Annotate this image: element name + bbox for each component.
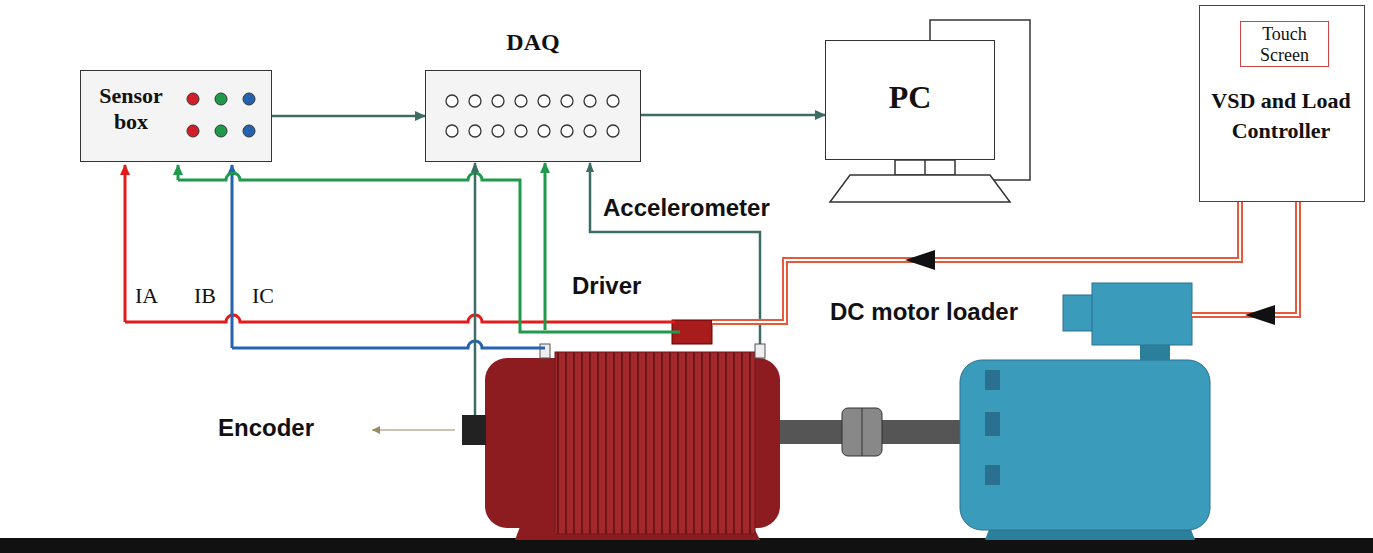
part-label: Driver	[572, 272, 641, 300]
node-label: VSD and Load Controller	[1206, 86, 1356, 145]
node-label: PC	[826, 79, 994, 116]
daq-box: DAQ	[425, 70, 641, 162]
node-label: Sensor box	[91, 83, 171, 136]
part-label: Encoder	[218, 414, 314, 442]
part-label: Accelerometer	[603, 194, 770, 222]
controller-box: VSD and Load Controller Touch Screen	[1199, 5, 1365, 202]
current-label: IC	[252, 283, 274, 309]
node-label: Touch Screen	[1241, 24, 1328, 65]
sensor-box: Sensor box	[80, 70, 272, 162]
signal-arrow	[641, 114, 825, 117]
touch-screen: Touch Screen	[1240, 21, 1329, 67]
current-label: IA	[135, 283, 158, 309]
daq-ports	[426, 71, 640, 161]
signal-arrow	[272, 115, 425, 118]
node-label: DAQ	[426, 29, 640, 56]
pc-monitor: PC	[825, 40, 995, 160]
part-label: DC motor loader	[830, 298, 1018, 326]
current-label: IB	[194, 283, 216, 309]
